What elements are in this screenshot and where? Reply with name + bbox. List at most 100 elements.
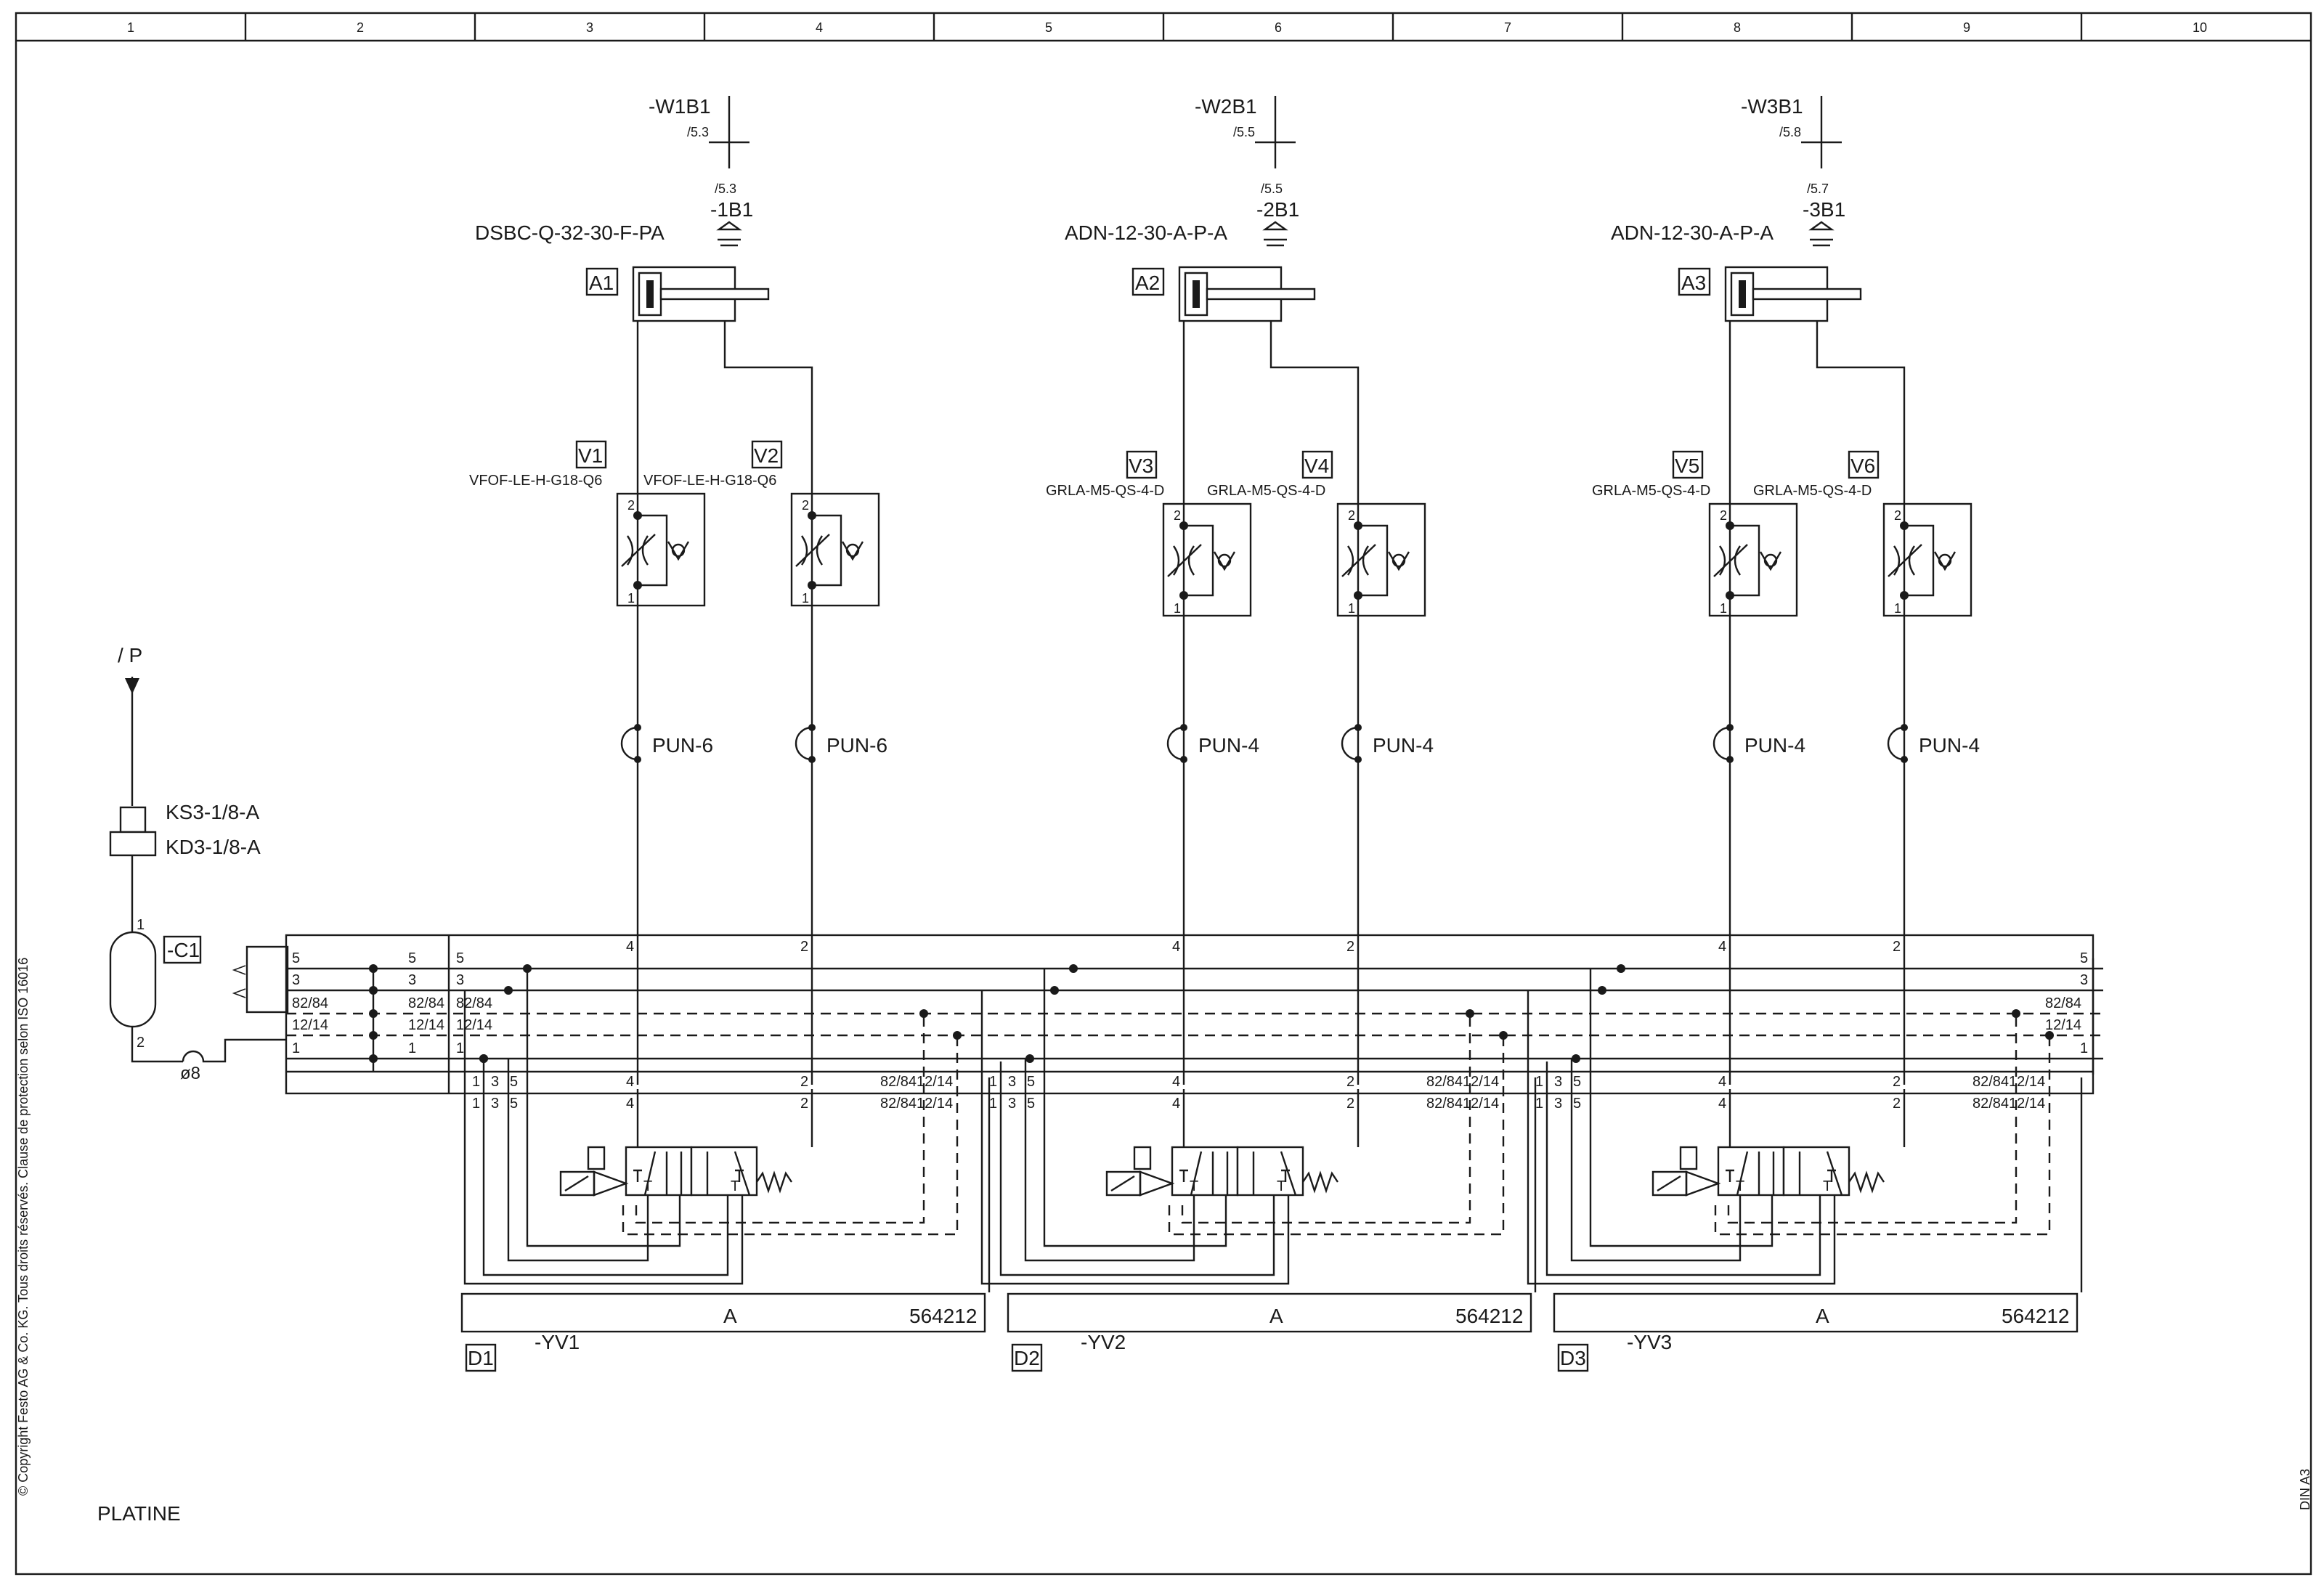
manifold-port-mid: 3 xyxy=(408,972,416,988)
actuator-channel-3: -W3B1/5.8/5.7-3B1ADN-12-30-A-P-AA321V5GR… xyxy=(1527,95,2083,1372)
supply-tube-label: ø8 xyxy=(180,1064,200,1083)
tube-label: PUN-4 xyxy=(1198,734,1259,757)
manifold-work-port: 2 xyxy=(1893,939,1901,955)
spring-icon xyxy=(1302,1170,1338,1194)
tube-label: PUN-6 xyxy=(652,734,713,757)
manifold-port-left: 3 xyxy=(292,972,300,988)
manifold-port-left: 5 xyxy=(292,950,300,966)
valve-tag-box xyxy=(1126,450,1158,479)
pilot-ports: 82/8412/14 xyxy=(1426,1096,1499,1112)
valve-supply-port: 3 xyxy=(491,1096,499,1112)
actuator-tag-box xyxy=(585,267,619,296)
cable-ref: /5.5 xyxy=(1233,125,1255,139)
valve-exhaust-label: T xyxy=(1823,1178,1832,1194)
valve-work-port: 2 xyxy=(1893,1074,1901,1090)
manifold-port-right: 3 xyxy=(2080,972,2088,988)
valve-base-number: 564212 xyxy=(1455,1305,1523,1327)
valve-work-port: 4 xyxy=(1718,1096,1726,1112)
pilot-ports: 82/8412/14 xyxy=(1972,1096,2045,1112)
valve-base-label: A xyxy=(723,1305,737,1327)
format-label: DIN A3 xyxy=(2298,1469,2312,1510)
actuator-channel-2: -W2B1/5.5/5.5-2B1ADN-12-30-A-P-AA221V3GR… xyxy=(980,95,1537,1372)
valve-supply-port: 5 xyxy=(1573,1074,1581,1090)
valve-supply-port: 1 xyxy=(472,1074,480,1090)
solenoid-tag: -YV2 xyxy=(1081,1331,1126,1353)
valve-model: GRLA-M5-QS-4-D xyxy=(1753,483,1872,499)
valve-port: 1 xyxy=(627,591,635,606)
valve-work-port: 2 xyxy=(800,1096,808,1112)
column-number: 6 xyxy=(1275,20,1282,35)
silencer-label-ks3: KS3-1/8-A xyxy=(166,801,259,823)
valve-tag: V6 xyxy=(1850,455,1875,477)
valve-tag: V5 xyxy=(1675,455,1699,477)
column-number: 7 xyxy=(1504,20,1511,35)
tube-label: PUN-4 xyxy=(1919,734,1980,757)
valve-port: 2 xyxy=(1720,508,1727,523)
actuator-tag-box xyxy=(1678,267,1711,296)
valve-supply-port: 3 xyxy=(1554,1096,1562,1112)
manifold-work-port: 4 xyxy=(1172,939,1180,955)
valve-tag-box xyxy=(751,440,783,469)
valve-exhaust-label: T xyxy=(1736,1178,1744,1194)
valve-base xyxy=(1553,1292,2079,1333)
valve-work-port: 4 xyxy=(626,1096,634,1112)
distributor-tag-box xyxy=(465,1343,497,1372)
cable-ref: /5.8 xyxy=(1779,125,1801,139)
spring-icon xyxy=(1848,1170,1885,1194)
sensor-icon xyxy=(1808,221,1835,247)
manifold-port-seg: 3 xyxy=(456,972,464,988)
valve-exhaust-label: T xyxy=(1277,1178,1285,1194)
valve-base-number: 564212 xyxy=(2002,1305,2069,1327)
sensor-tag: -3B1 xyxy=(1803,198,1845,221)
cable-tag: -W2B1 xyxy=(1195,95,1257,118)
air-supply: / P KS3-1/8-A KD3-1/8-A 1 -C1 2 ø8 xyxy=(109,644,289,1083)
valve-model: VFOF-LE-H-G18-Q6 xyxy=(469,473,602,489)
sensor-ref: /5.3 xyxy=(715,182,736,196)
valve-tag-box xyxy=(575,440,607,469)
pressure-label: / P xyxy=(118,644,142,667)
valve-model: GRLA-M5-QS-4-D xyxy=(1046,483,1164,499)
pilot-ports: 82/8412/14 xyxy=(880,1096,953,1112)
air-reservoir xyxy=(109,931,157,1028)
valve-port: 2 xyxy=(1894,508,1901,523)
cylinder-rod xyxy=(1752,288,1862,301)
silencer-ks3 xyxy=(119,806,147,834)
manifold-port-right: 1 xyxy=(2080,1040,2088,1056)
sensor-ref: /5.5 xyxy=(1261,182,1283,196)
valve-model: VFOF-LE-H-G18-Q6 xyxy=(643,473,776,489)
valve-base-label: A xyxy=(1269,1305,1283,1327)
valve-tag: V3 xyxy=(1129,455,1153,477)
actuator-channel-1: -W1B1/5.3/5.3-1B1DSBC-Q-32-30-F-PAA121V1… xyxy=(460,95,991,1372)
manifold-port-seg: 1 xyxy=(456,1040,464,1056)
valve-supply-port: 1 xyxy=(1535,1096,1543,1112)
pilot-ports: 82/8412/14 xyxy=(1426,1074,1499,1090)
valve-work-port: 2 xyxy=(800,1074,808,1090)
manifold-port-seg: 5 xyxy=(456,950,464,966)
valve-work-port: 4 xyxy=(1172,1096,1180,1112)
sensor-icon xyxy=(1262,221,1288,247)
valve-tag: V1 xyxy=(578,444,603,467)
manifold-port-mid: 1 xyxy=(408,1040,416,1056)
sensor-ref: /5.7 xyxy=(1807,182,1829,196)
manifold-port-right: 12/14 xyxy=(2045,1017,2081,1033)
actuator-model: ADN-12-30-A-P-A xyxy=(1065,221,1227,244)
sensor-tag: -2B1 xyxy=(1256,198,1299,221)
drawing-title: PLATINE xyxy=(97,1502,181,1525)
manifold-port-mid: 82/84 xyxy=(408,995,444,1011)
column-number: 3 xyxy=(586,20,593,35)
valve-port: 2 xyxy=(1174,508,1181,523)
valve-supply-port: 1 xyxy=(989,1074,997,1090)
cable-tag: -W1B1 xyxy=(649,95,711,118)
valve-supply-port: 3 xyxy=(1554,1074,1562,1090)
valve-base xyxy=(1007,1292,1532,1333)
valve-position-b xyxy=(690,1146,758,1197)
solenoid-tag: -YV1 xyxy=(535,1331,580,1353)
valve-port: 2 xyxy=(627,498,635,513)
valve-port: 1 xyxy=(1720,601,1727,616)
actuator-tag: A3 xyxy=(1681,272,1706,294)
valve-supply-port: 5 xyxy=(510,1074,518,1090)
valve-port: 2 xyxy=(802,498,809,513)
valve-supply-port: 5 xyxy=(1027,1074,1035,1090)
pilot-ports: 82/8412/14 xyxy=(1972,1074,2045,1090)
actuator-tag-box xyxy=(1131,267,1165,296)
